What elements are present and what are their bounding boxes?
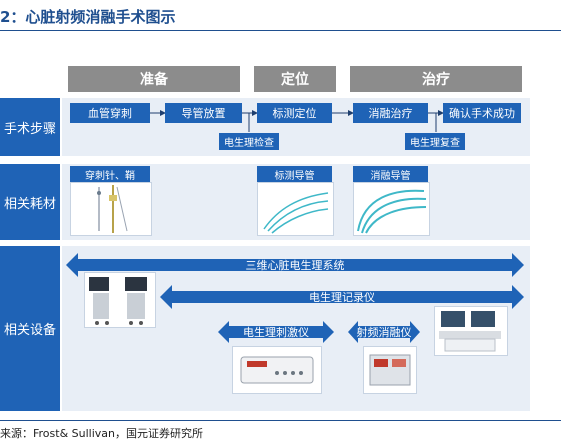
phase-locate: 定位 — [254, 66, 336, 92]
ablation-catheter-icon — [357, 189, 427, 234]
ep-recorder-label: 电生理记录仪 — [309, 291, 375, 304]
step-mapping: 标测定位 — [257, 103, 332, 123]
consumable-label-mapping-catheter: 标测导管 — [257, 166, 332, 182]
mapping-catheter-icon — [263, 192, 329, 234]
step-ablation: 消融治疗 — [353, 103, 428, 123]
rf-ablation-arrow — [348, 321, 420, 343]
needle-sheath-image — [70, 182, 152, 236]
ep-recorder-arrow — [160, 285, 524, 309]
ep-stimulator-label: 电生理刺激仪 — [243, 326, 309, 339]
step-vessel-puncture: 血管穿刺 — [70, 103, 150, 123]
check-ep-exam: 电生理检查 — [219, 133, 279, 150]
mapping-catheter-image — [257, 182, 334, 236]
phase-treat: 治疗 — [350, 66, 522, 92]
row-label-consumables: 相关耗材 — [0, 164, 60, 240]
3d-ep-system-arrow — [66, 253, 524, 277]
title-divider — [0, 30, 561, 31]
row-label-steps: 手术步骤 — [0, 98, 60, 156]
3d-ep-system-label: 三维心脏电生理系统 — [245, 259, 345, 272]
row-label-equipment: 相关设备 — [0, 246, 60, 411]
workstation-icon — [89, 277, 147, 325]
console-icon — [439, 311, 501, 352]
phase-prepare: 准备 — [68, 66, 240, 92]
ep-console-image — [434, 306, 508, 356]
step-confirm-success: 确认手术成功 — [443, 103, 521, 123]
process-connectors — [150, 110, 444, 132]
stimulator-icon — [240, 356, 314, 384]
rf-ablation-label: 射频消融仪 — [356, 326, 412, 339]
rf-generator-icon — [369, 354, 411, 386]
ablation-catheter-image — [353, 182, 430, 236]
ep-stimulator-image — [232, 346, 322, 394]
ep-stimulator-arrow — [218, 321, 334, 343]
rf-generator-image — [363, 346, 417, 394]
check-ep-reexam: 电生理复查 — [405, 133, 465, 150]
source-divider — [0, 420, 561, 421]
step-catheter-placement: 导管放置 — [165, 103, 242, 123]
figure-title: 2：心脏射频消融手术图示 — [0, 8, 176, 26]
consumable-label-needle-sheath: 穿刺针、鞘 — [70, 166, 150, 182]
consumable-label-ablation-catheter: 消融导管 — [353, 166, 428, 182]
needle-sheath-icon — [97, 185, 128, 233]
ep-workstation-image — [84, 272, 156, 328]
source-note: 来源：Frost& Sullivan，国元证券研究所 — [0, 427, 203, 440]
